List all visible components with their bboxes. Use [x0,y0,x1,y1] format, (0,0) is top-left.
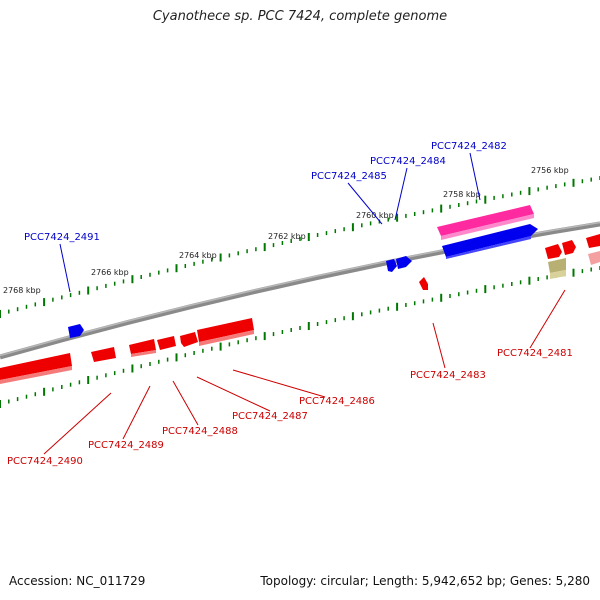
gene-feature-PCC7424_2483[interactable] [419,277,428,290]
gene-label-PCC7424_2483[interactable]: PCC7424_2483 [410,370,486,381]
gene-label-PCC7424_2490[interactable]: PCC7424_2490 [7,456,83,467]
gene-label-PCC7424_2487[interactable]: PCC7424_2487 [232,411,308,422]
leader-line-2486 [232,369,326,398]
tick-label-2766: 2766 kbp [91,268,129,277]
gene-feature-right-edge-4[interactable] [588,251,600,265]
leader-line-2484 [394,167,408,221]
leader-line-2490 [43,392,112,455]
forward-strand-ticks [0,176,600,318]
gene-feature-PCC7424_2481[interactable] [548,258,566,279]
map-title: Cyanothece sp. PCC 7424, complete genome [152,9,448,24]
gene-feature-PCC7424_2482[interactable] [442,224,538,259]
leader-line-2488 [172,380,199,426]
tick-label-2762: 2762 kbp [268,232,306,241]
gene-label-PCC7424_2484[interactable]: PCC7424_2484 [370,156,446,167]
gene-feature-PCC7424_2489[interactable] [129,339,156,357]
gene-label-PCC7424_2489[interactable]: PCC7424_2489 [88,440,164,451]
leader-line-2485 [347,182,383,225]
gene-label-PCC7424_2481[interactable]: PCC7424_2481 [497,348,573,359]
tick-label-2758: 2758 kbp [443,190,481,199]
leader-line-2481 [529,289,566,349]
gene-feature-PCC7424_2485[interactable] [386,259,397,272]
gene-feature-right-edge-3[interactable] [586,234,600,248]
tick-label-2768: 2768 kbp [3,286,41,295]
gene-feature-PCC7424_2488[interactable] [157,336,176,350]
gene-feature-PCC7424_2490[interactable] [0,353,72,384]
gene-feature-PCC7424_2486[interactable] [197,318,254,346]
gene-feature-PCC7424_2490-b[interactable] [91,347,116,362]
gene-feature-right-edge-2[interactable] [562,240,576,255]
leader-line-2489 [122,385,151,440]
gene-feature-rna[interactable] [437,205,534,240]
gene-feature-PCC7424_2487[interactable] [180,332,198,347]
genome-backbone [0,221,600,360]
leader-line-2487 [196,376,271,412]
gene-label-PCC7424_2486[interactable]: PCC7424_2486 [299,396,375,407]
accession-text: Accession: NC_011729 [9,574,146,588]
tick-label-2756: 2756 kbp [531,166,569,175]
gene-feature-PCC7424_2484[interactable] [396,256,412,269]
gene-label-PCC7424_2488[interactable]: PCC7424_2488 [162,426,238,437]
gene-label-PCC7424_2482[interactable]: PCC7424_2482 [431,141,507,152]
gene-feature-right-edge-1[interactable] [545,244,562,259]
gene-label-PCC7424_2485[interactable]: PCC7424_2485 [311,171,387,182]
tick-label-2764: 2764 kbp [179,251,217,260]
genome-summary-text: Topology: circular; Length: 5,942,652 bp… [260,574,590,588]
leader-line-2483 [432,322,446,369]
gene-feature-PCC7424_2491[interactable] [68,324,84,338]
leader-line-2482 [469,152,481,201]
reverse-strand-ticks [0,266,600,408]
gene-label-PCC7424_2491[interactable]: PCC7424_2491 [24,232,100,243]
leader-line-2491 [59,243,71,293]
